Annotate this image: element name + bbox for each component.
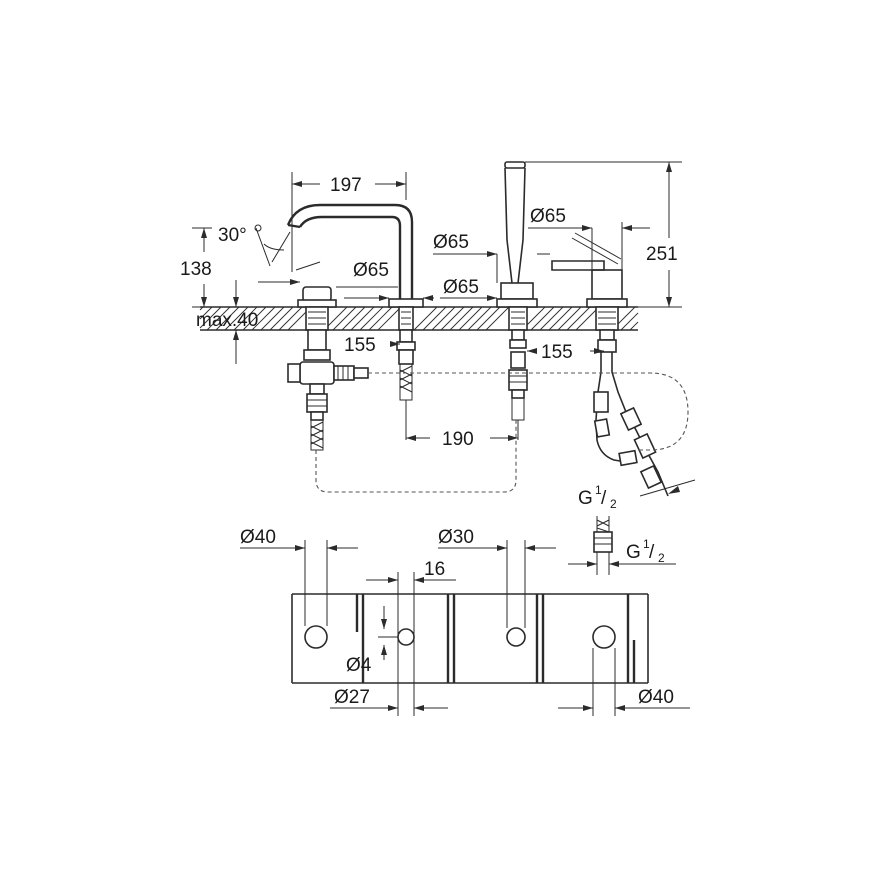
hatch-line [530,306,555,331]
dim-hole-27: Ø27 [334,687,370,708]
hatch-line [199,306,222,329]
dim-height-138: 138 [180,259,212,280]
hatch-line [449,306,474,331]
hatch-line [368,306,393,331]
hole-small [397,628,415,646]
hatch-line [251,306,276,331]
hatch-line [224,306,249,331]
deck-section [199,306,639,331]
hatch-line [332,306,357,331]
hatch-line [422,306,447,331]
hatch-line [476,306,501,331]
hatch-line [359,306,384,331]
dim-height-251: 251 [646,244,678,265]
hatch-line [458,306,483,331]
dim-spout-reach: 197 [330,175,362,196]
thread-den-upper: 2 [610,497,617,511]
thread-g-upper: G [578,488,593,509]
dim-spout-angle: 30° [218,225,247,246]
hole-right [592,625,616,649]
hatch-line [242,306,267,331]
thread-slash-lower: / [649,542,655,563]
hatch-line [485,306,510,331]
spout [286,203,424,308]
hatch-line [629,321,639,331]
dim-distance-155-left: 155 [344,335,376,356]
hose-connector [568,516,676,575]
dim-diam-65-a: Ø65 [353,260,389,281]
thread-num-lower: 1 [643,537,650,551]
hatch-line [206,306,231,331]
thread-label-upper: G 1 / 2 [578,483,617,511]
thread-num-upper: 1 [595,483,602,497]
template-dimensions [240,540,690,716]
hatch-line [539,306,564,331]
dim-distance-155-right: 155 [541,342,573,363]
left-valve-handle [297,286,337,331]
hatch-line [350,306,375,331]
hatch-line [278,306,303,331]
hole-middle [506,627,526,647]
dim-hole-40-left: Ø40 [240,527,276,548]
dim-max-40: max.40 [196,310,258,331]
hatch-line [575,306,600,331]
hole-left [304,625,328,649]
hatch-line [377,306,402,331]
plate [291,593,649,684]
spout-connection [396,306,416,401]
hatch-line [199,306,213,320]
dim-hole-30: Ø30 [438,527,474,548]
drilling-template: G 1 / 2 [240,516,690,716]
hatch-line [566,306,591,331]
thread-g-lower: G [626,542,641,563]
connection-lines [315,372,689,493]
hatch-line [620,312,639,331]
thread-label-lower: G 1 / 2 [626,537,665,565]
hatch-line [440,306,465,331]
hatch-line [260,306,285,331]
hand-shower [496,161,538,421]
side-view: 197 30° 138 max.40 Ø65 Ø65 Ø65 Ø65 251 1… [180,161,696,511]
dim-hole-40-right: Ø40 [638,687,674,708]
dim-diam-65-b: Ø65 [433,232,469,253]
dim-diam-65-d: Ø65 [530,206,566,227]
hatch-line [413,306,438,331]
dim-spacing-16: 16 [424,559,445,580]
right-lever-valve [551,232,669,497]
hatch-line [269,306,294,331]
dim-distance-190: 190 [442,429,474,450]
hatch-line [548,306,573,331]
dim-hole-4: Ø4 [346,655,372,676]
hatch-line [467,306,492,331]
left-valve-body [287,329,369,451]
hatch-line [557,306,582,331]
hatch-line [431,306,456,331]
hatch-line [215,306,240,331]
hatch-line [233,306,258,331]
dimension-lines [192,161,696,497]
thread-slash-upper: / [601,488,607,509]
dim-diam-65-c: Ø65 [443,277,479,298]
thread-den-lower: 2 [658,551,665,565]
hatch-line [341,306,366,331]
